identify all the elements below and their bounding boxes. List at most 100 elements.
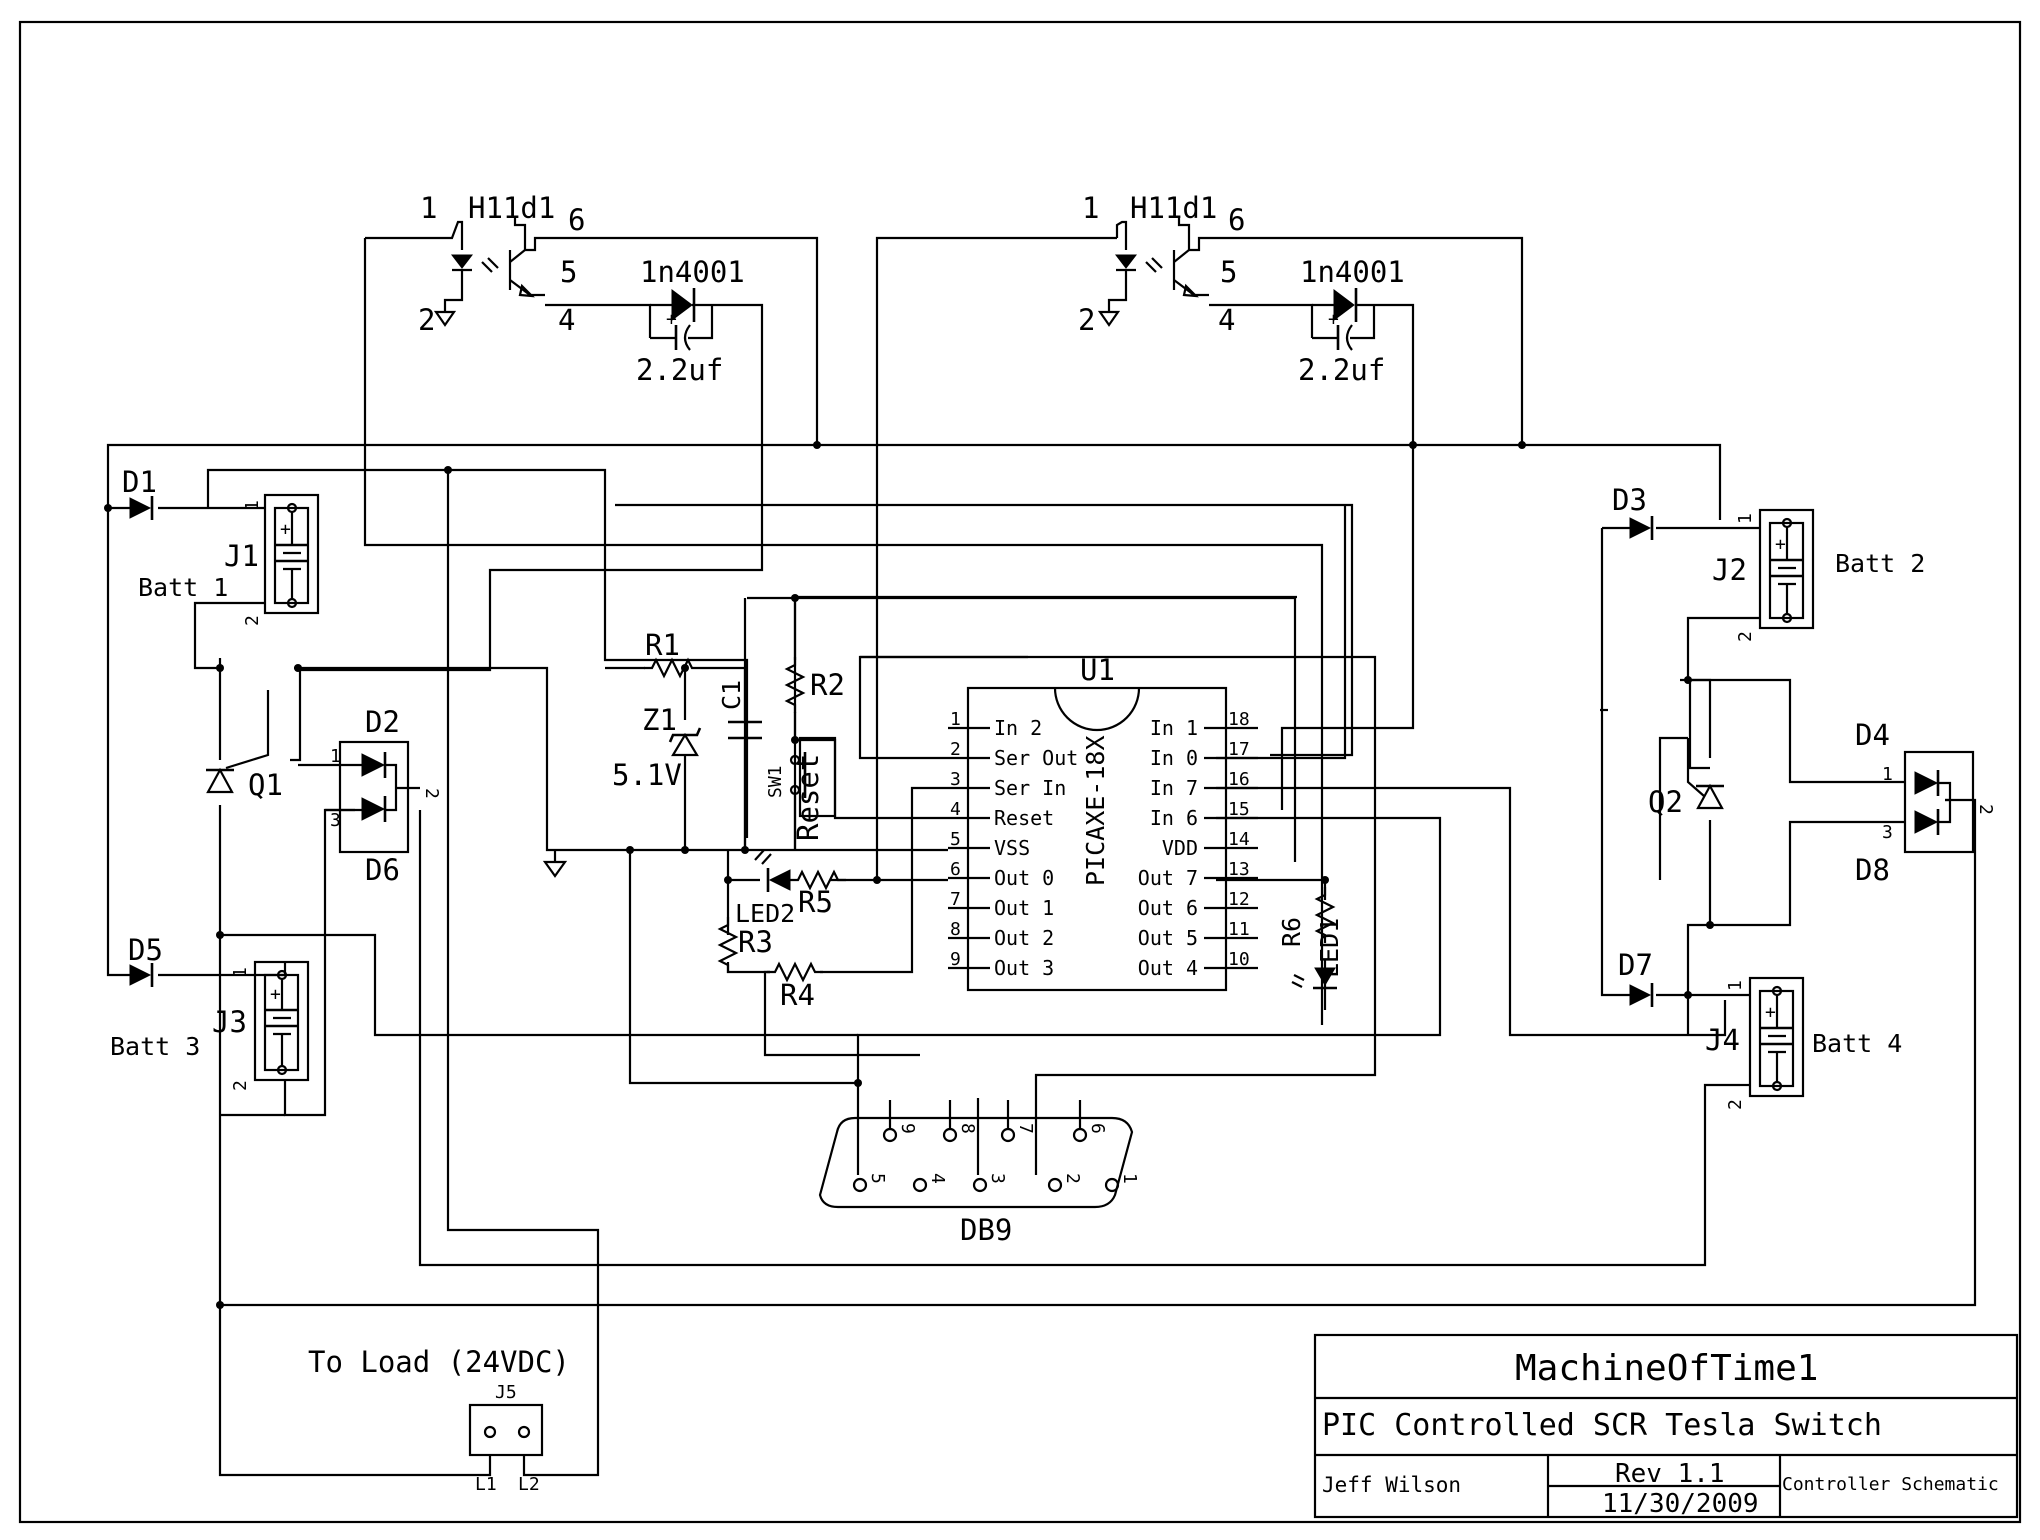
title-block: MachineOfTime1 PIC Controlled SCR Tesla … — [1313, 1333, 2019, 1519]
svg-text:+: + — [1775, 534, 1786, 555]
junctions — [104, 441, 1714, 1309]
svg-text:17: 17 — [1228, 739, 1250, 760]
opto-left-pin6: 6 — [568, 203, 585, 237]
svg-text:U1: U1 — [1080, 653, 1115, 687]
svg-text:1: 1 — [1119, 1173, 1140, 1184]
opto-right-pin4: 4 — [1218, 303, 1235, 337]
svg-text:2: 2 — [1062, 1173, 1083, 1184]
opto-left-pin4: 4 — [558, 303, 575, 337]
svg-text:5: 5 — [950, 829, 961, 850]
svg-text:Q1: Q1 — [248, 768, 283, 802]
project-title: MachineOfTime1 — [1515, 1348, 1818, 1389]
opto-right-pin1: 1 — [1082, 191, 1099, 225]
svg-text:Out 3: Out 3 — [994, 956, 1054, 980]
load-label: To Load (24VDC) — [308, 1345, 570, 1379]
svg-text:Reset: Reset — [994, 806, 1054, 830]
sw1-reset-switch[interactable]: SW1 Reset — [765, 736, 837, 841]
svg-text:15: 15 — [1228, 799, 1250, 820]
svg-text:13: 13 — [1228, 859, 1250, 880]
r5-resistor: R5 — [788, 870, 848, 919]
svg-text:DB9: DB9 — [960, 1213, 1012, 1247]
batt3-label: Batt 3 — [110, 1032, 200, 1061]
optocoupler-right: 1 H11d1 6 5 4 2 1n4001 + 2.2uf — [1078, 191, 1524, 387]
project-description: PIC Controlled SCR Tesla Switch — [1322, 1408, 1882, 1443]
opto-left-pin1: 1 — [420, 191, 437, 225]
svg-text:In 0: In 0 — [1150, 746, 1198, 770]
j4-battery-jack: + 1 2 J4 Batt 4 — [1705, 976, 1902, 1110]
author: Jeff Wilson — [1322, 1473, 1461, 1497]
svg-text:4: 4 — [950, 799, 961, 820]
u1-pin-5: 5 VSS — [948, 829, 1030, 860]
svg-text:D4: D4 — [1855, 718, 1890, 752]
svg-text:LED1: LED1 — [1315, 918, 1344, 978]
d5-diode: D5 — [128, 933, 163, 987]
u1-pin-9: 9 Out 3 — [948, 949, 1054, 980]
svg-text:3: 3 — [1882, 822, 1893, 843]
c1-capacitor: C1 — [717, 680, 762, 740]
svg-text:5: 5 — [867, 1173, 888, 1184]
svg-text:+: + — [666, 309, 677, 330]
opto-left-pin5: 5 — [560, 255, 577, 289]
svg-text:3: 3 — [330, 810, 341, 831]
svg-text:PICAXE-18X: PICAXE-18X — [1081, 735, 1110, 886]
svg-text:J4: J4 — [1705, 1023, 1740, 1057]
u1-pin-10: 10 Out 4 — [1138, 949, 1258, 980]
svg-text:1: 1 — [1882, 764, 1893, 785]
db9-connector: DB9 — [818, 1116, 1134, 1247]
svg-text:D2: D2 — [365, 705, 400, 739]
svg-text:R4: R4 — [780, 978, 815, 1012]
u1-pin-1: 1 In 2 — [948, 709, 1042, 740]
svg-text:VSS: VSS — [994, 836, 1030, 860]
svg-text:2: 2 — [421, 788, 442, 799]
svg-text:Out 5: Out 5 — [1138, 926, 1198, 950]
svg-text:Out 4: Out 4 — [1138, 956, 1198, 980]
svg-text:2: 2 — [1725, 1099, 1746, 1110]
svg-text:In 6: In 6 — [1150, 806, 1198, 830]
svg-text:Out 0: Out 0 — [994, 866, 1054, 890]
date: 11/30/2009 — [1602, 1489, 1759, 1519]
svg-text:+: + — [1765, 1002, 1776, 1023]
opto-left-part: H11d1 — [468, 191, 555, 225]
svg-text:14: 14 — [1228, 829, 1250, 850]
svg-text:2: 2 — [242, 615, 263, 626]
u1-picaxe-18x: U1 PICAXE-18X — [966, 653, 1228, 992]
svg-text:1: 1 — [950, 709, 961, 730]
svg-text:R3: R3 — [738, 925, 773, 959]
j2-battery-jack: + 1 2 J2 Batt 2 — [1686, 508, 1925, 642]
svg-text:3: 3 — [987, 1173, 1008, 1184]
d3-diode: D3 — [1612, 483, 1654, 540]
svg-text:10: 10 — [1228, 949, 1250, 970]
svg-text:D5: D5 — [128, 933, 163, 967]
svg-text:9: 9 — [950, 949, 961, 970]
diode-right-label: 1n4001 — [1300, 255, 1405, 289]
opto-right-part: H11d1 — [1130, 191, 1217, 225]
svg-text:In 2: In 2 — [994, 716, 1042, 740]
svg-text:16: 16 — [1228, 769, 1250, 790]
svg-text:Ser In: Ser In — [994, 776, 1066, 800]
svg-text:J1: J1 — [224, 539, 259, 573]
led1: LED1 — [1291, 918, 1344, 990]
svg-text:2: 2 — [950, 739, 961, 760]
r1-resistor: R1 — [642, 628, 702, 678]
svg-text:1: 1 — [330, 746, 341, 767]
svg-text:D7: D7 — [1618, 948, 1653, 982]
sheet-border — [18, 20, 2022, 1524]
db9-pin-1: 1 — [1104, 1173, 1140, 1193]
svg-text:7: 7 — [950, 889, 961, 910]
z1-zener: Z1 5.1V — [612, 703, 702, 792]
q1-scr: Q1 — [206, 690, 283, 802]
svg-text:3: 3 — [950, 769, 961, 790]
cap-left-label: 2.2uf — [636, 353, 723, 387]
r4-resistor: R4 — [765, 962, 825, 1012]
svg-text:D3: D3 — [1612, 483, 1647, 517]
svg-text:Out 7: Out 7 — [1138, 866, 1198, 890]
svg-text:1: 1 — [242, 500, 263, 511]
svg-text:Out 2: Out 2 — [994, 926, 1054, 950]
cap-right-label: 2.2uf — [1298, 353, 1385, 387]
